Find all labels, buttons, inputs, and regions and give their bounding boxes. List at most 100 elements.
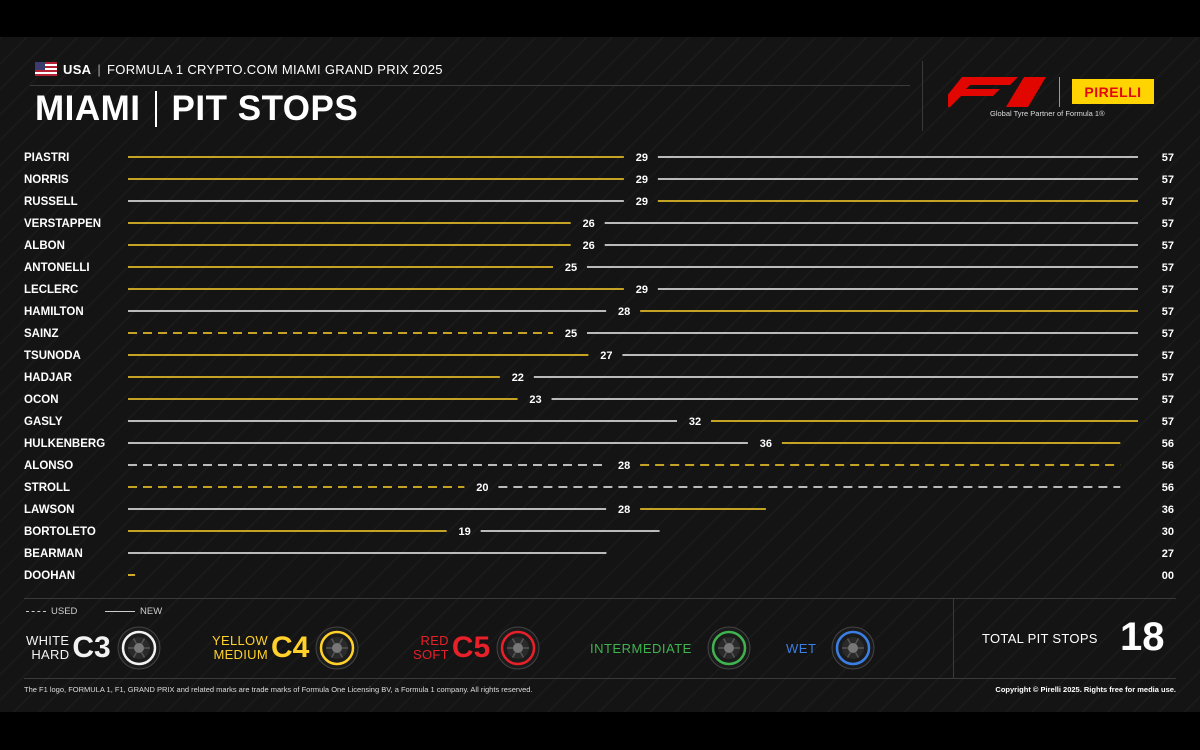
title-location: MIAMI [35,89,141,128]
soft-code: C5 [451,631,491,664]
driver-label: BORTOLETO [24,526,96,538]
final-lap-label: 57 [1162,284,1174,296]
driver-label: VERSTAPPEN [24,218,101,230]
pit-lap-label: 28 [618,306,630,318]
pit-lap-label: 28 [618,504,630,516]
pit-lap-label: 19 [459,526,471,538]
final-lap-label: 57 [1162,350,1174,362]
page-title: MIAMI PIT STOPS [35,87,358,131]
final-lap-label: 57 [1162,394,1174,406]
legend-wet: WET [786,625,876,671]
hard-color-label: WHITE [26,633,70,648]
driver-label: HADJAR [24,372,73,384]
final-lap-label: 36 [1162,504,1174,516]
driver-label: LAWSON [24,504,74,516]
legend-used: USED [26,606,77,617]
final-lap-label: 57 [1162,306,1174,318]
legend-medium: YELLOW MEDIUM C4 [212,625,360,671]
hard-name-label: HARD [31,647,70,662]
driver-label: GASLY [24,416,63,428]
pit-lap-label: 28 [618,460,630,472]
pit-lap-label: 29 [636,196,648,208]
pit-lap-label: 25 [565,328,577,340]
summary-divider [953,598,954,678]
legend-intermediate: INTERMEDIATE [590,625,752,671]
header-rule [30,85,910,86]
final-lap-label: 57 [1162,218,1174,230]
pit-lap-label: 29 [636,152,648,164]
final-lap-label: 57 [1162,152,1174,164]
pit-lap-label: 25 [565,262,577,274]
pit-lap-label: 23 [529,394,541,406]
footer-trademark: The F1 logo, FORMULA 1, F1, GRAND PRIX a… [24,685,533,694]
driver-label: ALBON [24,240,65,252]
solid-line-icon [105,611,135,612]
driver-label: STROLL [24,482,70,494]
legend-used-label: USED [51,606,78,617]
hard-code: C3 [72,631,111,664]
driver-label: BEARMAN [24,548,83,560]
intermediate-tyre-icon [707,626,751,670]
final-lap-label: 57 [1162,174,1174,186]
final-lap-label: 57 [1162,372,1174,384]
final-lap-label: 57 [1162,262,1174,274]
final-lap-label: 57 [1162,328,1174,340]
pit-lap-label: 22 [512,372,524,384]
legend-hard: WHITE HARD C3 [26,625,162,671]
pit-lap-label: 27 [600,350,612,362]
final-lap-label: 30 [1162,526,1174,538]
pit-lap-label: 36 [760,438,772,450]
legend-new-label: NEW [140,606,163,617]
driver-label: PIASTRI [24,152,69,164]
final-lap-label: 57 [1162,240,1174,252]
driver-label: ALONSO [24,460,73,472]
pit-lap-label: 32 [689,416,701,428]
medium-code: C4 [270,631,310,664]
logo-divider [922,61,923,131]
pirelli-logo: PIRELLI [1072,79,1154,104]
final-lap-label: 56 [1162,482,1174,494]
title-divider [154,91,157,127]
driver-label: OCON [24,394,59,406]
pit-lap-label: 29 [636,174,648,186]
pit-lap-label: 20 [476,482,488,494]
usa-flag-icon [35,62,57,76]
final-lap-label: 57 [1162,416,1174,428]
driver-label: DOOHAN [24,570,75,582]
total-pit-stops-label: TOTAL PIT STOPS [982,631,1098,646]
footer-rule [24,678,1176,679]
wet-tyre-icon [831,626,875,670]
driver-label: LECLERC [24,284,78,296]
f1-logo-icon [948,77,1046,107]
driver-label: ANTONELLI [24,262,90,274]
driver-label: NORRIS [24,174,69,186]
soft-color-label: RED [420,633,449,648]
soft-tyre-icon [496,626,540,670]
driver-label: HULKENBERG [24,438,105,450]
footer-copyright: Copyright © Pirelli 2025. Rights free fo… [995,685,1176,694]
event-name: FORMULA 1 CRYPTO.COM MIAMI GRAND PRIX 20… [107,61,443,77]
legend-rule [24,598,1176,599]
driver-label: RUSSELL [24,196,78,208]
dashed-line-icon [26,611,46,612]
intermediate-label: INTERMEDIATE [590,640,692,656]
infographic-canvas: USA | FORMULA 1 CRYPTO.COM MIAMI GRAND P… [0,37,1200,712]
title-subject: PIT STOPS [171,89,359,128]
hard-tyre-icon [117,626,161,670]
legend-soft: RED SOFT C5 [413,625,541,671]
event-header: USA | FORMULA 1 CRYPTO.COM MIAMI GRAND P… [35,60,443,78]
final-lap-label: 57 [1162,196,1174,208]
pirelli-tagline: Global Tyre Partner of Formula 1® [990,109,1105,118]
medium-color-label: YELLOW [212,633,268,648]
final-lap-label: 00 [1162,570,1174,582]
final-lap-label: 27 [1162,548,1174,560]
driver-label: SAINZ [24,328,59,340]
medium-name-label: MEDIUM [213,647,268,662]
total-pit-stops-value: 18 [1120,615,1165,659]
driver-label: HAMILTON [24,306,84,318]
pit-lap-label: 29 [636,284,648,296]
logo-separator [1059,77,1060,107]
final-lap-label: 56 [1162,460,1174,472]
driver-label: TSUNODA [24,350,81,362]
